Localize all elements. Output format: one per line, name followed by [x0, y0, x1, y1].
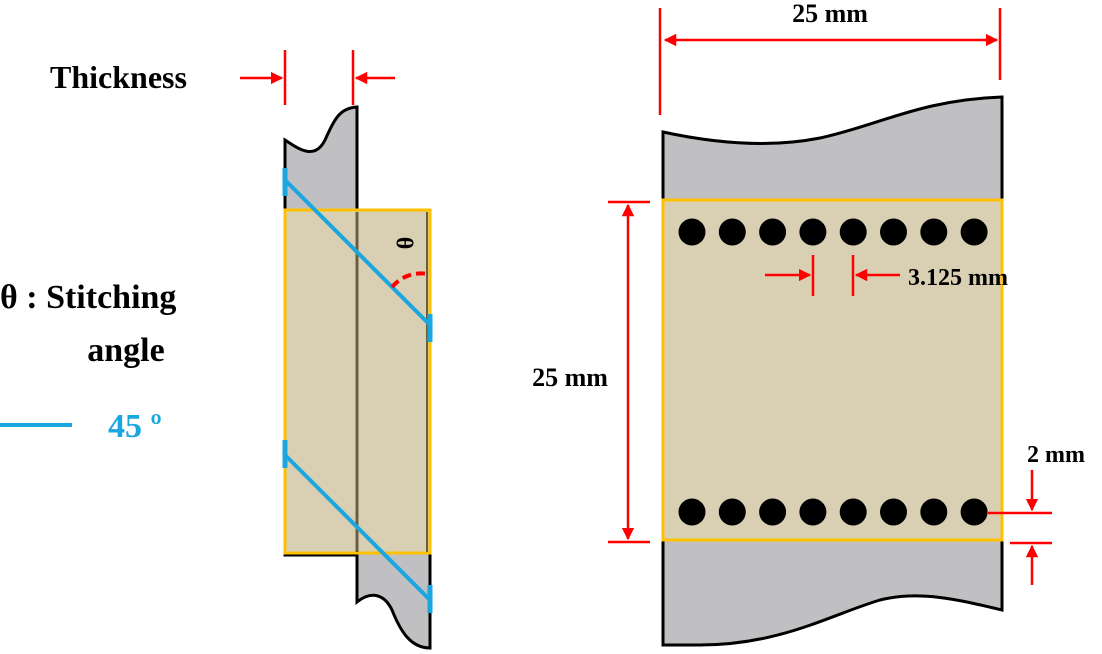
- overlap-region-top: [661, 198, 1004, 542]
- pitch-label: 3.125 mm: [908, 265, 1008, 291]
- stitch-hole: [678, 218, 706, 246]
- legend-value: 45 º: [108, 408, 162, 445]
- top-adherend: [661, 95, 1004, 202]
- thickness-dimension: [240, 50, 395, 105]
- edge-distance-dimension: [988, 470, 1052, 585]
- stitch-hole: [799, 498, 827, 526]
- stitch-hole: [920, 218, 948, 246]
- angle-arc: [390, 271, 429, 289]
- legend-title-line2: angle: [87, 332, 164, 369]
- stitch-hole: [759, 498, 787, 526]
- legend-title-line1: θ : Stitching: [0, 279, 176, 316]
- overlap-dimension: [608, 200, 650, 544]
- stitch-hole: [960, 218, 988, 246]
- stitch-hole: [839, 498, 867, 526]
- stitch-hole: [718, 218, 746, 246]
- overlap-label: 25 mm: [532, 363, 608, 392]
- stitch-hole: [880, 498, 907, 526]
- stitch-hole: [880, 218, 907, 246]
- top-view: 25 mm 25 mm 3.125 mm 2 mm: [532, 0, 1085, 647]
- stitch-hole: [839, 218, 867, 246]
- edge-distance-label: 2 mm: [1027, 442, 1085, 468]
- width-dimension: [658, 8, 1002, 115]
- thickness-label: Thickness: [50, 59, 187, 95]
- stitch-hole: [678, 498, 706, 526]
- pitch-dimension: [765, 255, 900, 296]
- width-label: 25 mm: [792, 0, 868, 28]
- bottom-adherend: [661, 538, 1004, 647]
- stitch-hole: [920, 498, 948, 526]
- side-view: θ Thickness θ : Stitching angle 45 º: [0, 50, 433, 650]
- stitch-hole: [799, 218, 827, 246]
- stitch-lines: [282, 168, 433, 613]
- stitch-holes: [678, 218, 988, 526]
- theta-label: θ: [390, 237, 416, 250]
- stitch-hole: [960, 498, 988, 526]
- stitch-hole: [759, 218, 787, 246]
- stitch-hole: [718, 498, 746, 526]
